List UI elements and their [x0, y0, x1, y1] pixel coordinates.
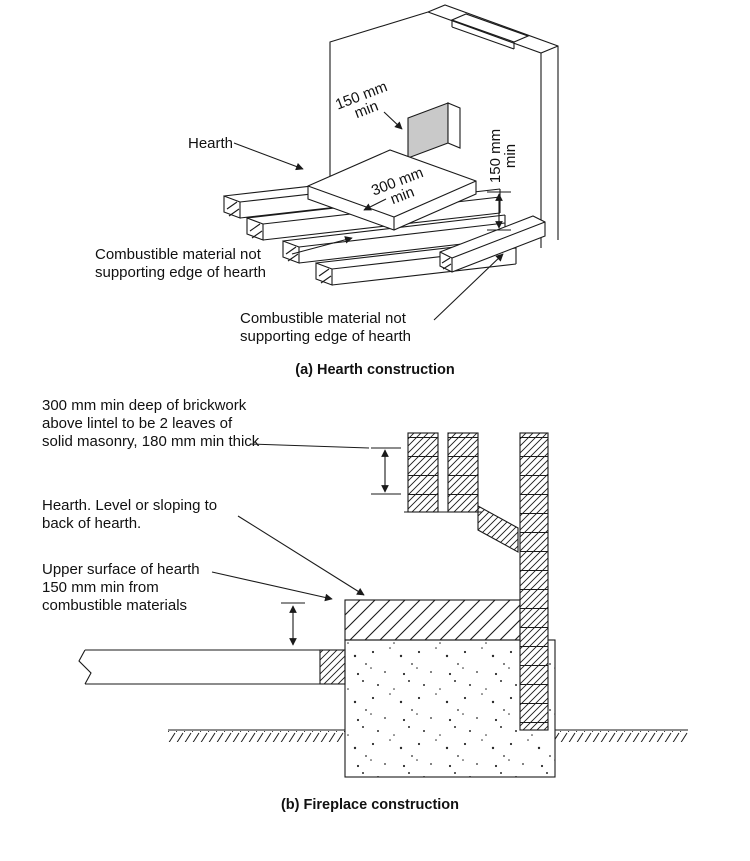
rear-brick-wall	[519, 432, 549, 731]
brick-leaves	[404, 432, 482, 513]
hearth-note-line1: Hearth. Level or sloping to	[42, 497, 217, 514]
hearth-section	[344, 599, 521, 641]
combustible-note-1-line2: supporting edge of hearth	[95, 264, 266, 281]
hearth-label: Hearth	[188, 135, 233, 152]
surface-note-line1: Upper surface of hearth	[42, 561, 200, 578]
hearth-note-line2: back of hearth.	[42, 515, 141, 532]
surface-note-line3: combustible materials	[42, 597, 187, 614]
dim-300-arrow	[371, 447, 401, 495]
brickwork-note-line1: 300 mm min deep of brickwork	[42, 397, 247, 414]
ground	[168, 729, 688, 742]
timber-floor	[78, 649, 346, 685]
figure-a-annotations: Hearth 150 mm min 300 mm min 150 mm min …	[95, 78, 519, 378]
dim-150-arrow	[281, 602, 305, 646]
surface-note-line2: 150 mm min from	[42, 579, 159, 596]
combustible-note-2-line1: Combustible material not	[240, 310, 407, 327]
figure-b-annotations: 300 mm min deep of brickwork above linte…	[42, 397, 459, 813]
floor-joist-end	[319, 649, 346, 685]
dim-150-right-arrow	[487, 191, 511, 231]
figure-a: Hearth 150 mm min 300 mm min 150 mm min …	[95, 4, 559, 378]
caption-b: (b) Fireplace construction	[281, 797, 459, 813]
figure-b: 300 mm min deep of brickwork above linte…	[42, 397, 688, 813]
brickwork-note-line2: above lintel to be 2 leaves of	[42, 415, 233, 432]
gather-lintel	[477, 505, 519, 553]
brickwork-note-line3: solid masonry, 180 mm min thick	[42, 433, 260, 450]
flue-opening	[450, 13, 530, 50]
dim-150-right-min: min	[502, 144, 519, 168]
dim-150-right-label: 150 mm	[487, 129, 504, 183]
combustible-note-1-line1: Combustible material not	[95, 246, 262, 263]
combustible-note-2-line2: supporting edge of hearth	[240, 328, 411, 345]
caption-a: (a) Hearth construction	[295, 362, 455, 378]
trimmer-beam	[439, 215, 546, 273]
hearth-slab	[307, 149, 477, 231]
